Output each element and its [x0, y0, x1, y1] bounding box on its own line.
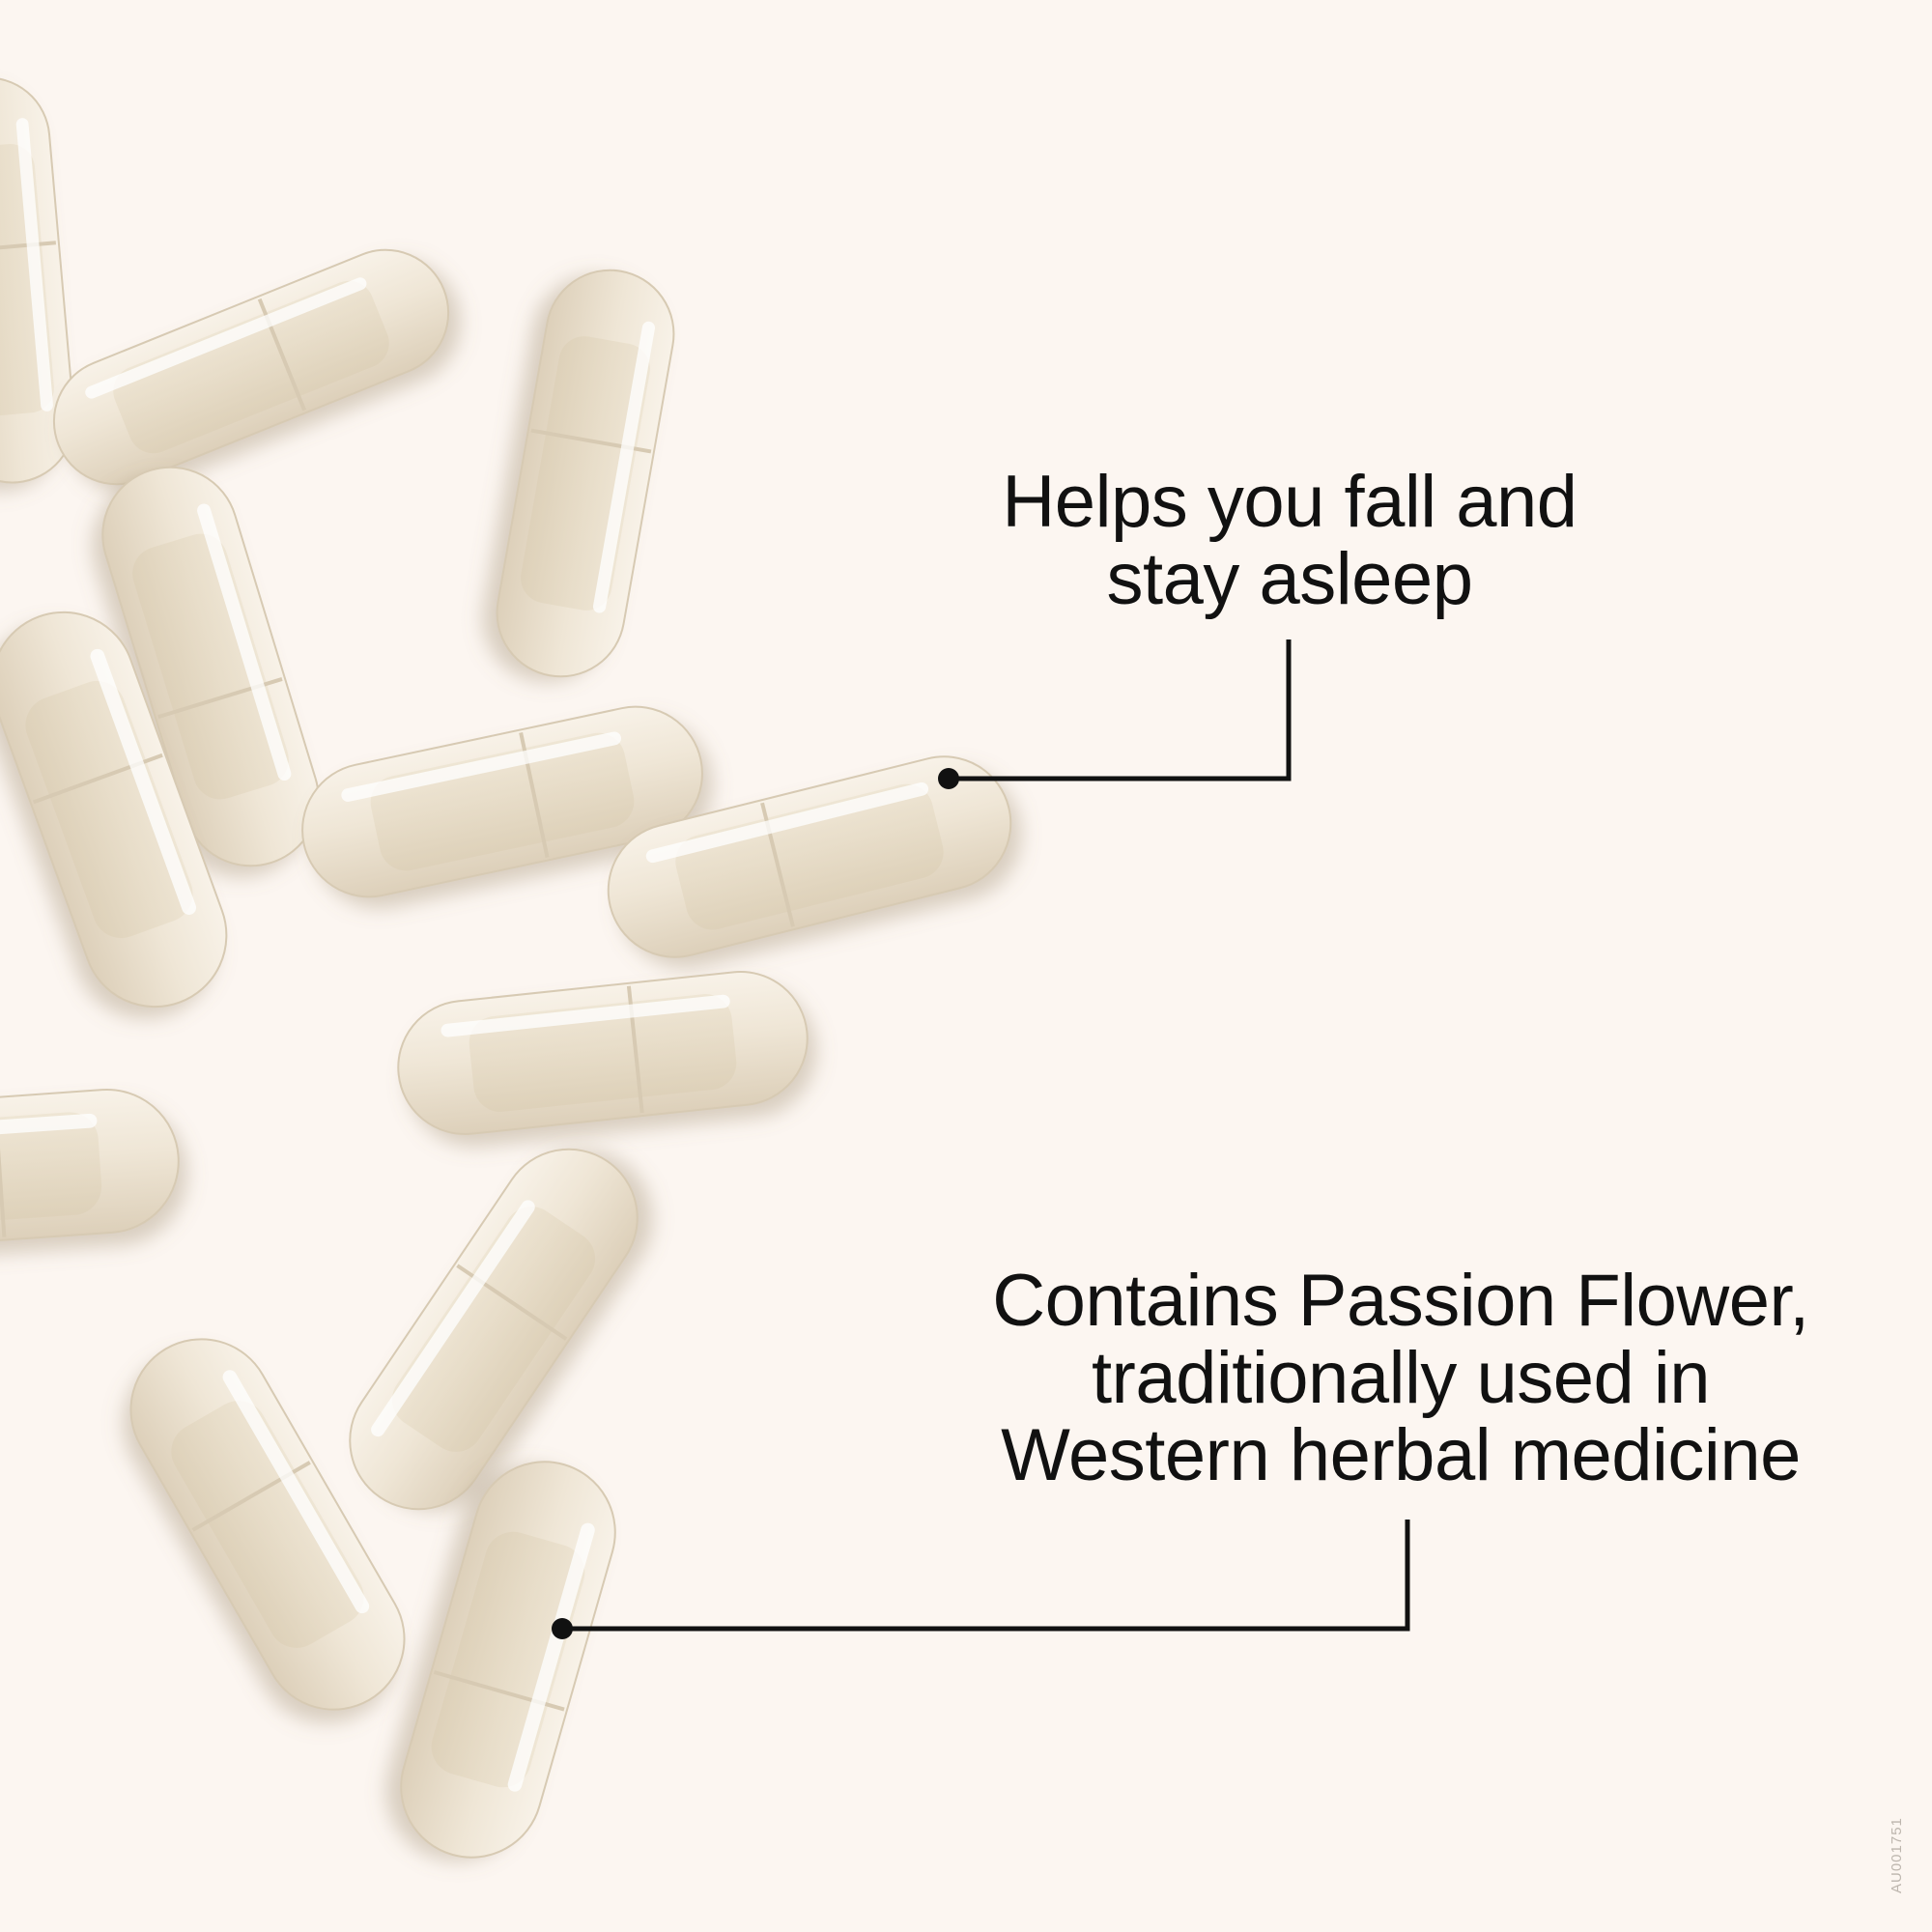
callout-passion-line-3: Western herbal medicine [1001, 1414, 1801, 1496]
product-code: AU001751 [1889, 1817, 1905, 1893]
capsule [123, 1338, 406, 1723]
capsule [607, 755, 1022, 969]
capsule [301, 705, 713, 909]
callout-line-passion [562, 1520, 1410, 1632]
capsule [0, 611, 228, 1019]
capsule [385, 1461, 616, 1861]
callout-sleep-benefit: Helps you fall and stay asleep [976, 464, 1604, 618]
callout-passion-line-1: Contains Passion Flower, [992, 1260, 1809, 1342]
capsule [349, 1148, 653, 1511]
callout-passion-flower: Contains Passion Flower, traditionally u… [976, 1263, 1826, 1494]
callout-sleep-line-2: stay asleep [1106, 538, 1473, 620]
callout-sleep-line-1: Helps you fall and [1002, 461, 1577, 543]
callout-line-sleep [949, 639, 1292, 781]
capsule [52, 248, 461, 495]
callout-passion-line-2: traditionally used in [1091, 1337, 1711, 1419]
capsule [482, 269, 675, 682]
capsule-group [0, 76, 1022, 1861]
capsule [0, 76, 75, 492]
callout-leaders [552, 639, 1410, 1639]
capsule [92, 466, 320, 878]
capsule [0, 1089, 187, 1258]
capsule [397, 971, 817, 1148]
